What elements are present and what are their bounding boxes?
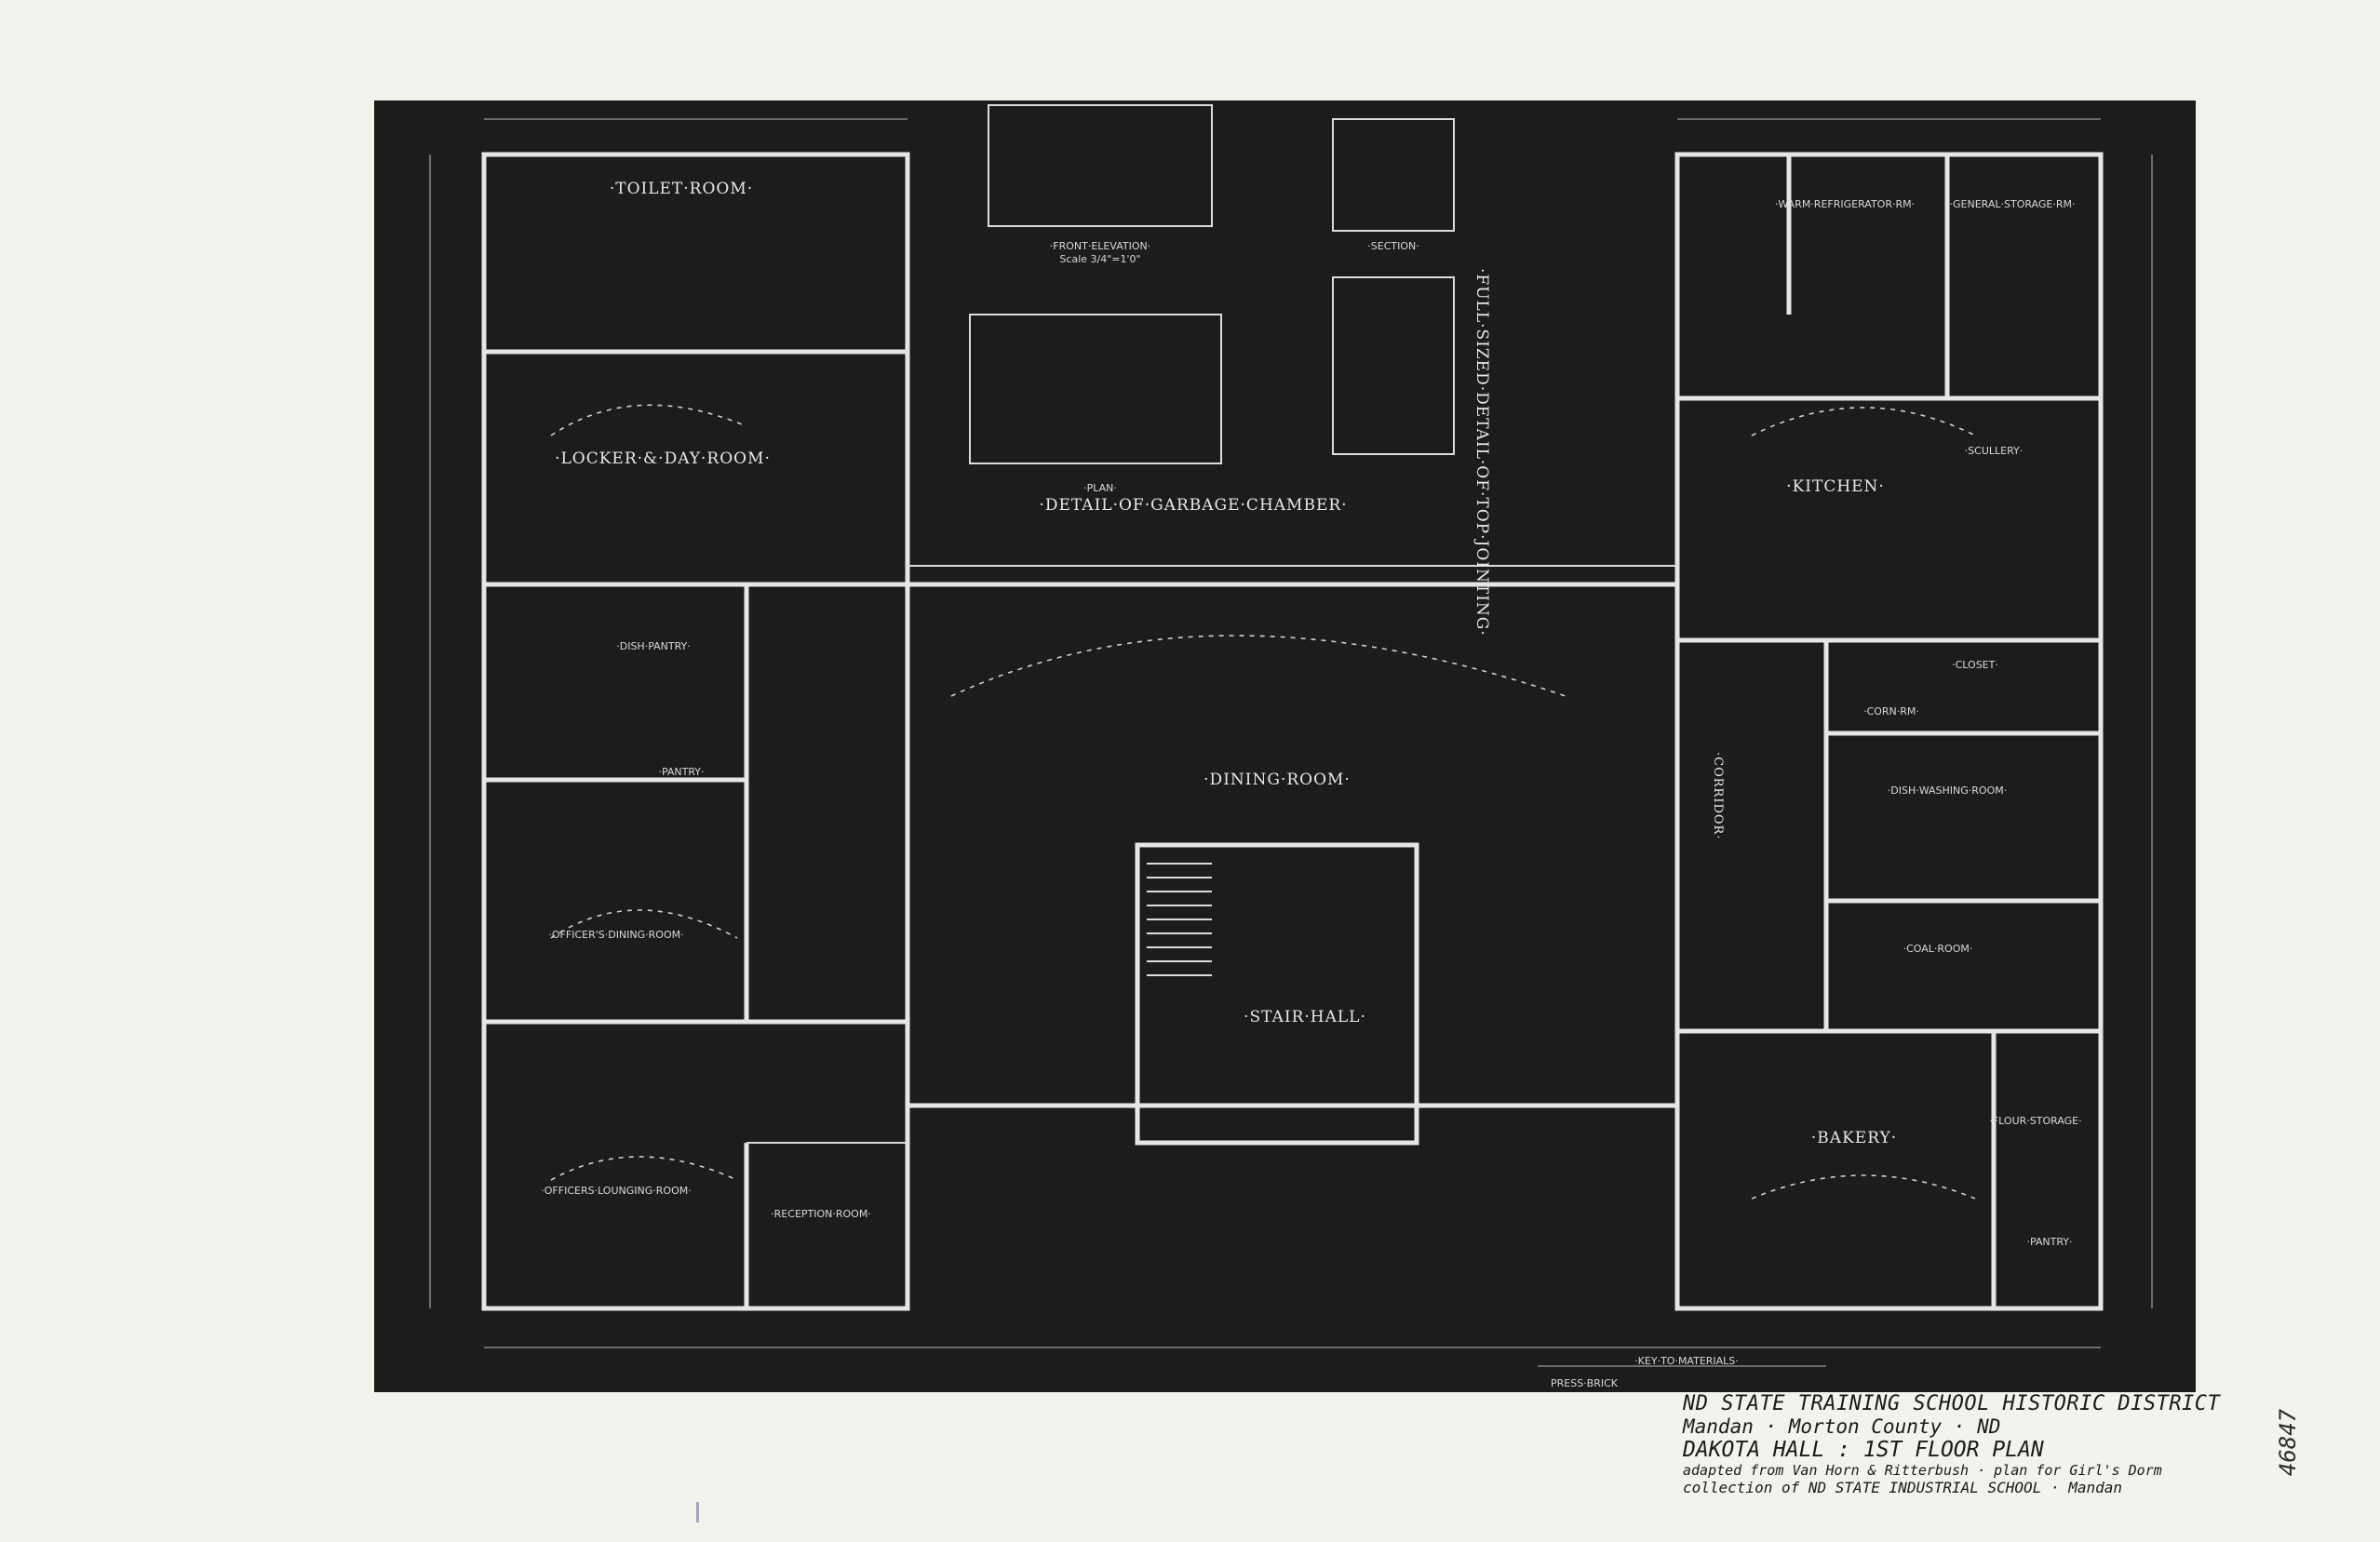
- label-front-elevation-scale: Scale 3/4"=1'0": [1059, 253, 1140, 265]
- room-label-warm-refrigerator: ·WARM·REFRIGERATOR·RM·: [1775, 198, 1915, 210]
- section-frame: [1332, 118, 1455, 232]
- stair-hall-wall: [1135, 842, 1419, 1146]
- caption-line-3: DAKOTA HALL : 1ST FLOOR PLAN: [1683, 1438, 2044, 1462]
- caption-line-2: Mandan · Morton County · ND: [1683, 1415, 2001, 1438]
- room-label-general-storage: ·GENERAL·STORAGE·RM·: [1950, 198, 2076, 210]
- room-label-stair-hall: ·STAIR·HALL·: [1244, 1008, 1366, 1026]
- room-label-dining: ·DINING·ROOM·: [1203, 771, 1351, 789]
- floor-plan-blueprint: ·TOILET·ROOM· ·LOCKER·&·DAY·ROOM· ·FRONT…: [374, 101, 2196, 1392]
- label-front-elevation: ·FRONT·ELEVATION·: [1050, 240, 1150, 252]
- room-label-closet: ·CLOSET·: [1952, 659, 1998, 671]
- room-label-kitchen: ·KITCHEN·: [1786, 477, 1885, 496]
- room-label-pantry-br: ·PANTRY·: [2026, 1236, 2072, 1248]
- label-key-materials: ·KEY·TO·MATERIALS·: [1634, 1355, 1739, 1367]
- central-block-wall: [905, 582, 1680, 1108]
- label-detail-garbage: ·DETAIL·OF·GARBAGE·CHAMBER·: [1039, 496, 1347, 515]
- room-label-locker: ·LOCKER·&·DAY·ROOM·: [555, 449, 771, 468]
- label-section: ·SECTION·: [1367, 240, 1419, 252]
- caption-line-4: adapted from Van Horn & Ritterbush · pla…: [1683, 1462, 2162, 1479]
- arc-5: [1751, 407, 1976, 436]
- room-label-pantry-mid: ·PANTRY·: [658, 766, 704, 778]
- floor-plan-drawing: ·TOILET·ROOM· ·LOCKER·&·DAY·ROOM· ·FRONT…: [429, 104, 2153, 1389]
- catalog-number: 46847: [2269, 1387, 2306, 1498]
- room-label-dish-pantry: ·DISH·PANTRY·: [616, 640, 691, 652]
- label-press-brick: PRESS·BRICK: [1551, 1377, 1619, 1389]
- arc-1: [550, 404, 747, 436]
- front-elevation-frame: [988, 104, 1213, 227]
- room-label-officers-dining: ·OFFICER'S·DINING·ROOM·: [548, 929, 683, 941]
- jointing-frame: [1332, 276, 1455, 455]
- room-label-bakery: ·BAKERY·: [1811, 1129, 1897, 1147]
- arc-3: [550, 1156, 738, 1181]
- handwritten-caption: ND STATE TRAINING SCHOOL HISTORIC DISTRI…: [1683, 1392, 2334, 1496]
- catalog-number-text: 46847: [2275, 1408, 2301, 1477]
- left-wing-wall: [481, 152, 910, 1311]
- plan-frame: [969, 314, 1222, 464]
- ink-mark: [696, 1502, 699, 1522]
- caption-line-5: collection of ND STATE INDUSTRIAL SCHOOL…: [1683, 1479, 2123, 1496]
- arc-4: [950, 635, 1566, 697]
- room-label-reception: ·RECEPTION·ROOM·: [771, 1208, 871, 1220]
- label-plan: ·PLAN·: [1083, 482, 1117, 494]
- label-full-size-detail: ·FULL·SIZED·DETAIL·OF·TOP·JOINTING·: [1472, 268, 1491, 637]
- stair-treads: [1147, 863, 1212, 976]
- room-label-corridor: ·CORRIDOR·: [1711, 752, 1725, 839]
- room-label-toilet: ·TOILET·ROOM·: [610, 180, 753, 198]
- room-label-flour-storage: ·FLOUR·STORAGE·: [1989, 1115, 2081, 1127]
- caption-line-1: ND STATE TRAINING SCHOOL HISTORIC DISTRI…: [1683, 1392, 2221, 1415]
- room-label-coal: ·COAL·ROOM·: [1903, 943, 1973, 955]
- room-label-corn-rm: ·CORN·RM·: [1863, 705, 1919, 717]
- room-label-officers-lounging: ·OFFICERS·LOUNGING·ROOM·: [541, 1185, 691, 1197]
- room-label-scullery: ·SCULLERY·: [1965, 445, 2024, 457]
- arc-2: [550, 909, 738, 939]
- arc-6: [1751, 1174, 1976, 1200]
- room-label-dish-washing: ·DISH·WASHING·ROOM·: [1888, 784, 2007, 797]
